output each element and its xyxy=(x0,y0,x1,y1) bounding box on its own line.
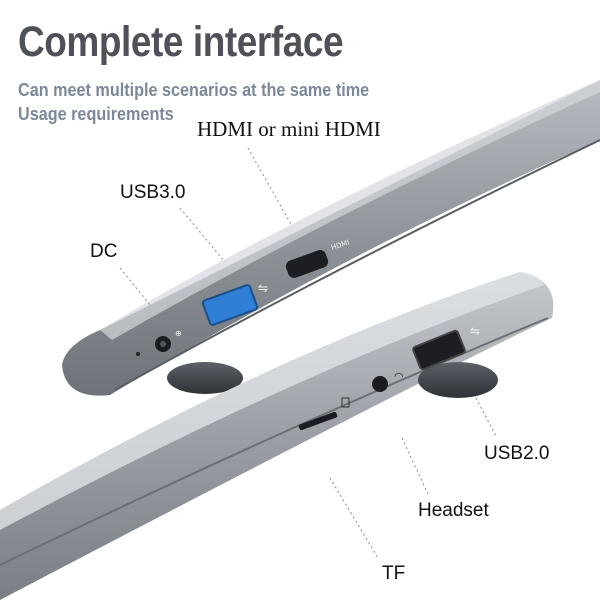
hdmi-port xyxy=(285,250,329,278)
label-hdmi: HDMI or mini HDMI xyxy=(197,117,381,141)
label-headset: Headset xyxy=(418,500,489,521)
usb2-port xyxy=(412,329,466,371)
laptop-right-edge: ⇋ ◠ xyxy=(0,272,554,600)
page-title: Complete interface xyxy=(18,18,344,66)
power-icon: ⊕ xyxy=(175,329,182,338)
label-usb3: USB3.0 xyxy=(120,182,186,203)
rubber-foot xyxy=(167,362,243,394)
label-dc: DC xyxy=(90,241,118,262)
usb-icon: ⇋ xyxy=(258,281,268,295)
power-indicator xyxy=(136,352,140,356)
usb-icon: ⇋ xyxy=(470,324,480,338)
rubber-foot xyxy=(418,362,498,398)
subtitle-line-1: Can meet multiple scenarios at the same … xyxy=(18,80,370,100)
headphone-icon: ◠ xyxy=(394,370,404,383)
usb3-port xyxy=(201,284,259,326)
headset-jack xyxy=(372,376,388,392)
label-tf: TF xyxy=(382,563,406,584)
laptop-left-edge: HDMI ⇋ ⊕ xyxy=(62,80,600,396)
label-usb2: USB2.0 xyxy=(484,443,550,464)
leader-lines xyxy=(119,147,497,559)
tf-card-slot xyxy=(298,411,338,431)
subtitle-line-2: Usage requirements xyxy=(18,104,174,124)
sd-card-icon xyxy=(341,397,350,408)
